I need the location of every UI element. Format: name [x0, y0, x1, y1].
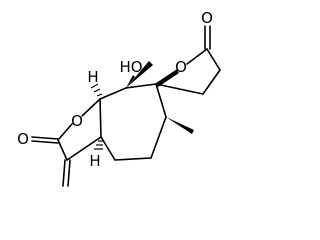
bond-spiro-c5 [155, 83, 167, 118]
alpha-methylene-lactone-ring [31, 98, 102, 187]
bond-c9-c10 [99, 87, 127, 100]
atom-label-hydrogen-upper: H [87, 68, 98, 86]
atom-label-carbonyl-oxygen: O [17, 130, 29, 148]
bond-c12-c11 [57, 139, 68, 161]
hash-c9-h-2 [93, 88, 101, 93]
wedge-c10-hydroxyl [126, 75, 135, 88]
hash-c9-h-3 [90, 83, 99, 89]
bond-c12-o-double-a [31, 136, 59, 140]
stereo-bonds [90, 61, 194, 150]
bond-ch2-spiro [155, 83, 204, 95]
atom-label-hydroxyl: HO [119, 58, 142, 76]
bond-c6-c7 [114, 157, 152, 161]
bond-c7-c8 [100, 136, 116, 161]
bond-methylene-double-b [67, 159, 71, 187]
bond-oring-c12 [57, 123, 73, 141]
bond-o-carbonyl [186, 48, 208, 65]
atom-labels: O O HO O O H H [17, 9, 213, 170]
wedge-c10-methyl [126, 61, 153, 88]
bond-methylene-double-a [62, 159, 66, 187]
wedge-spiro-oxygen [156, 70, 179, 87]
seven-membered-ring [99, 83, 167, 161]
bond-c5-c6 [150, 116, 167, 159]
bond-c12-o-double-b [31, 140, 59, 144]
bond-c8-c9 [99, 98, 102, 138]
wedge-c5-methyl [166, 117, 194, 134]
hash-c9-h-1 [96, 93, 103, 97]
atom-label-ring-oxygen: O [71, 112, 83, 130]
bond-c10-spiro [125, 83, 157, 89]
bond-ch2-ch2 [202, 69, 221, 95]
chemical-structure-diagram: O O HO O O H H [17, 9, 221, 187]
bond-c11-c8 [66, 136, 102, 161]
bond-c9-oring [81, 98, 101, 117]
atom-label-spiro-ring-oxygen: O [175, 58, 187, 76]
atom-label-lactone-carbonyl-oxygen: O [201, 9, 213, 27]
spiro-lactone-ring [155, 25, 221, 95]
bond-carbonyl-ch2 [206, 48, 221, 71]
atom-label-hydrogen-lower: H [89, 152, 100, 170]
